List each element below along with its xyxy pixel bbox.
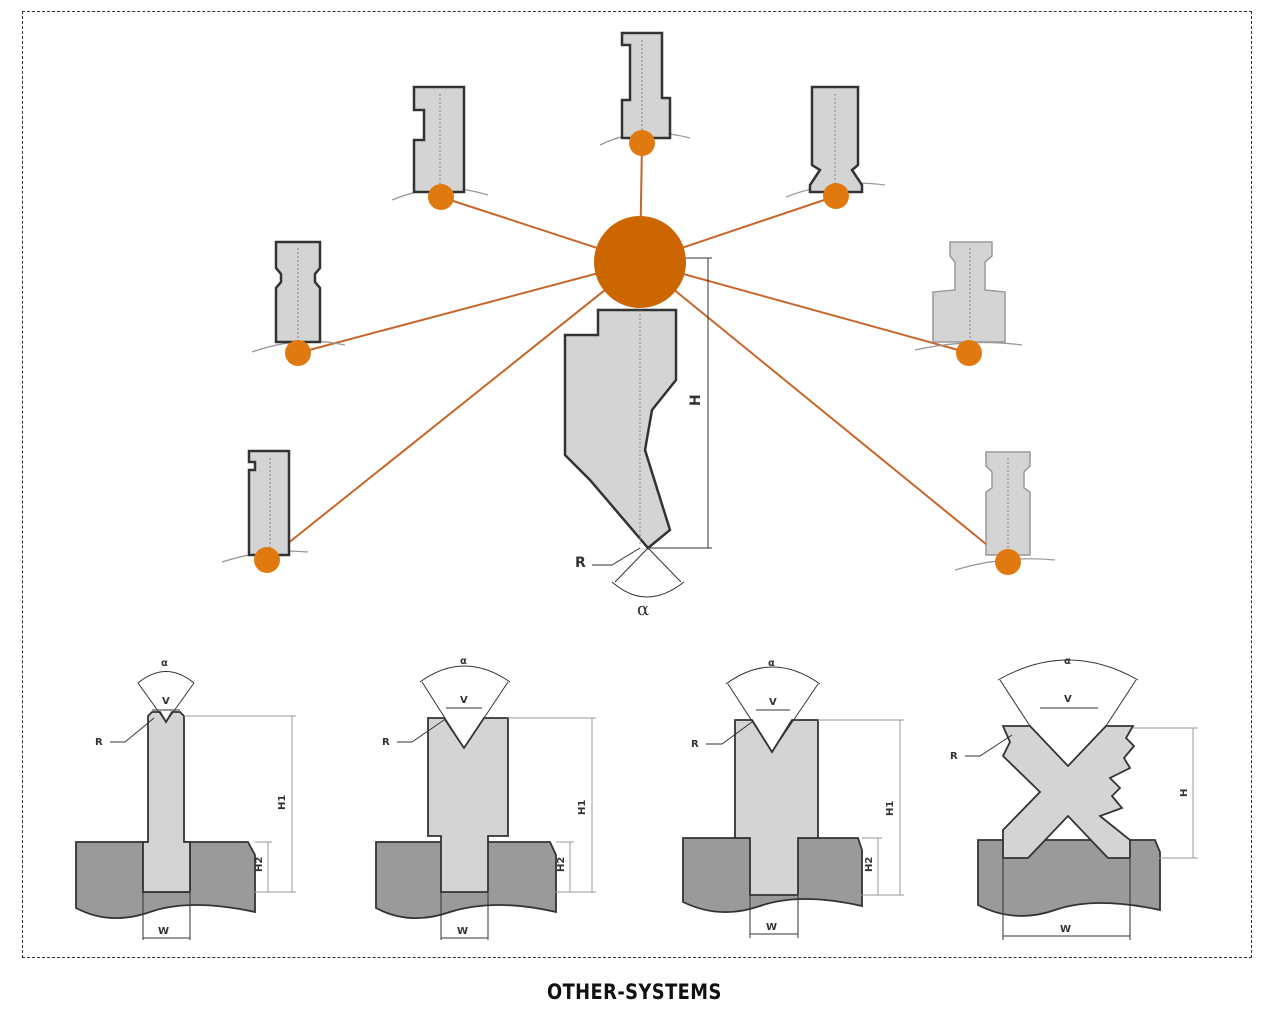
die-3-angle-label: α bbox=[768, 658, 775, 669]
adapter-left bbox=[251, 240, 346, 353]
punch-angle-label: α bbox=[637, 599, 649, 620]
node-top-left bbox=[428, 184, 454, 210]
die-1-radius-label: R bbox=[95, 737, 103, 748]
punch-height-label: H bbox=[688, 394, 704, 406]
adapter-bottom-right bbox=[954, 451, 1056, 571]
adapter-top-left bbox=[391, 85, 489, 201]
die-3: α V R H1 H2 W bbox=[682, 658, 904, 938]
die-3-height1-label: H1 bbox=[885, 801, 896, 816]
die-3-height2-label: H2 bbox=[864, 857, 875, 872]
adapter-nodes bbox=[254, 130, 1021, 575]
die-2-radius-label: R bbox=[382, 737, 390, 748]
die-4-opening-label: V bbox=[1064, 694, 1072, 705]
die-1-height1-label: H1 bbox=[277, 795, 288, 810]
die-4: α V R H W bbox=[950, 656, 1198, 940]
node-bottom-right bbox=[995, 549, 1021, 575]
diagram-caption: OTHER-SYSTEMS bbox=[546, 980, 722, 1004]
central-punch: H R α bbox=[563, 257, 712, 620]
die-4-height-label: H bbox=[1179, 789, 1190, 797]
adapter-right bbox=[914, 241, 1023, 351]
node-top bbox=[629, 130, 655, 156]
die-3-radius-label: R bbox=[691, 739, 699, 750]
die-2-height2-label: H2 bbox=[556, 857, 567, 872]
adapter-bottom-left bbox=[221, 449, 309, 563]
node-bottom-left bbox=[254, 547, 280, 573]
connector-lines bbox=[266, 142, 1009, 563]
node-left bbox=[285, 340, 311, 366]
hub-node bbox=[594, 216, 686, 308]
adapter-top-right bbox=[785, 85, 886, 198]
die-4-angle-label: α bbox=[1064, 656, 1071, 667]
die-1-opening-label: V bbox=[162, 696, 170, 707]
die-2-height1-label: H1 bbox=[577, 800, 588, 815]
node-right bbox=[956, 340, 982, 366]
node-top-right bbox=[823, 183, 849, 209]
die-2-opening-label: V bbox=[460, 695, 468, 706]
die-1-width-label: W bbox=[158, 926, 169, 937]
adapter-top bbox=[599, 31, 691, 146]
die-4-width-label: W bbox=[1060, 924, 1071, 935]
die-4-radius-label: R bbox=[950, 751, 958, 762]
die-3-width-label: W bbox=[766, 922, 777, 933]
die-1-angle-label: α bbox=[161, 658, 168, 669]
die-2: α V R H1 H2 W bbox=[375, 656, 596, 940]
die-2-width-label: W bbox=[457, 926, 468, 937]
punch-radius-label: R bbox=[575, 555, 586, 571]
die-1: α V R H1 H2 W bbox=[75, 658, 296, 940]
diagram-frame bbox=[22, 11, 1252, 958]
die-1-height2-label: H2 bbox=[254, 857, 265, 872]
die-3-opening-label: V bbox=[769, 697, 777, 708]
die-2-angle-label: α bbox=[460, 656, 467, 667]
